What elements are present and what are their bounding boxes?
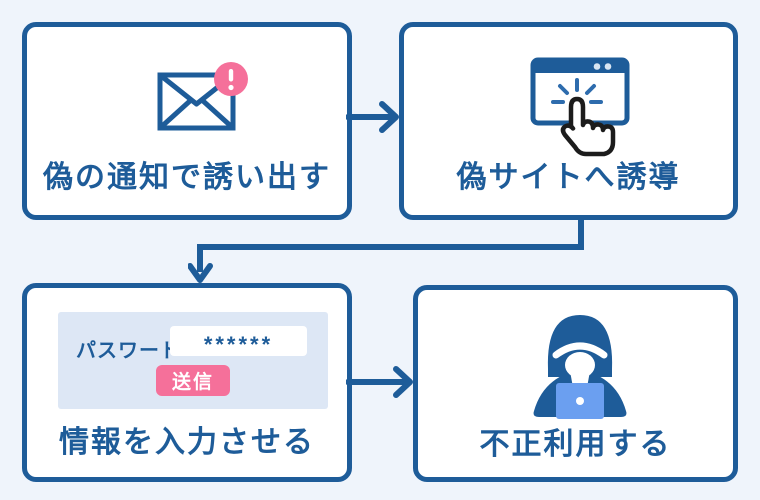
arrow-right-icon xyxy=(346,366,413,398)
hand-cursor-icon xyxy=(560,96,616,157)
step-card-fraud-use: 不正利用する xyxy=(413,285,738,482)
hacker-laptop-icon xyxy=(533,315,627,419)
step-card-fake-notification: 偽の通知で誘い出す xyxy=(22,22,352,220)
password-input: ****** xyxy=(170,326,307,357)
arrow-elbow-down-icon xyxy=(188,218,584,283)
step-card-input-info: パスワード ****** 送信 情報を入力させる xyxy=(22,283,352,482)
browser-click-icon xyxy=(530,57,630,157)
password-label: パスワード xyxy=(76,340,181,362)
submit-button: 送信 xyxy=(156,365,230,396)
step-caption: 不正利用する xyxy=(479,428,672,461)
step-card-fake-site: 偽サイトへ誘導 xyxy=(399,22,738,220)
password-value: ****** xyxy=(203,332,274,357)
step-caption: 偽の通知で誘い出す xyxy=(43,161,331,194)
mail-alert-icon xyxy=(157,62,248,131)
step-caption: 偽サイトへ誘導 xyxy=(456,161,681,194)
arrow-right-icon xyxy=(346,101,399,133)
step-caption: 情報を入力させる xyxy=(59,426,315,459)
click-rays-icon xyxy=(551,78,603,104)
fake-login-form: パスワード ****** 送信 xyxy=(58,312,328,409)
